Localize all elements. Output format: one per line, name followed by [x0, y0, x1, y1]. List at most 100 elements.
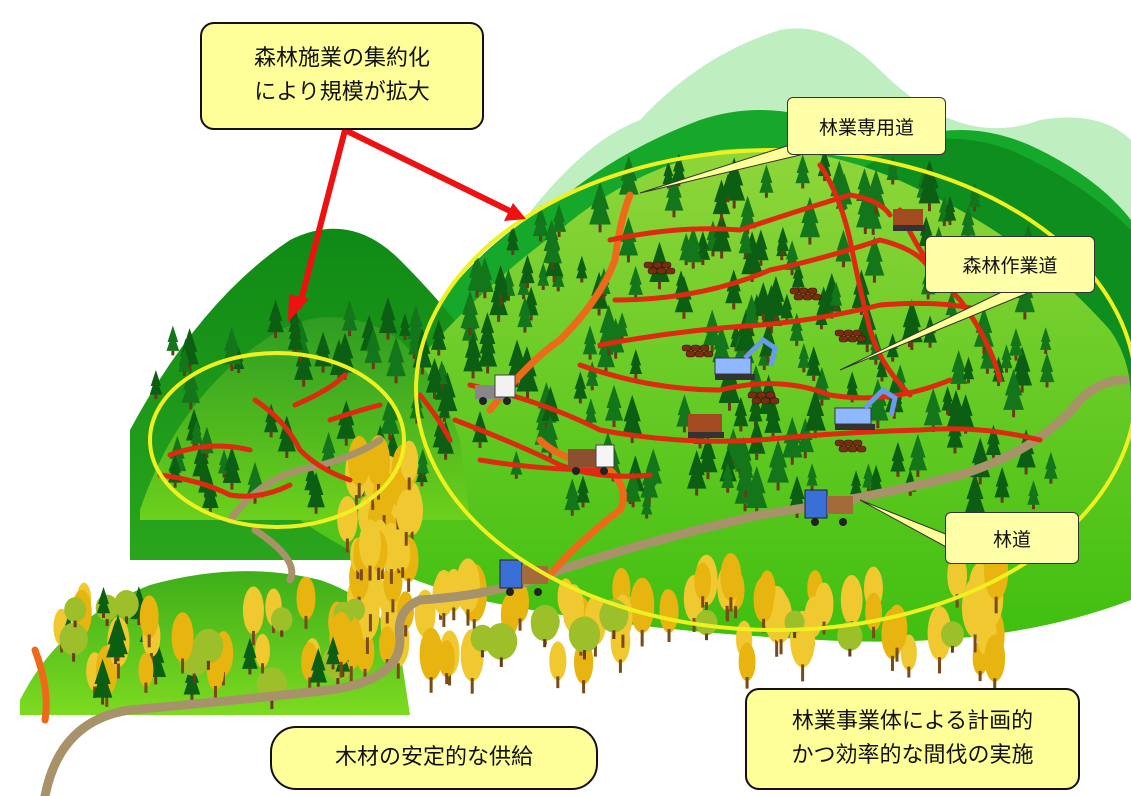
conifer-tree [664, 173, 684, 218]
conifer-tree [380, 395, 400, 441]
label-text: 森林作業道 [962, 255, 1058, 277]
conifer-tree [386, 337, 406, 384]
label-text: 林道 [992, 528, 1031, 551]
conifer-tree [721, 173, 735, 203]
conifer-tree [765, 275, 786, 323]
conifer-tree [890, 441, 906, 477]
forwarder-icon [688, 414, 724, 438]
conifer-tree [416, 448, 429, 478]
truck-icon [499, 559, 548, 596]
conifer-tree [96, 586, 111, 618]
dedicated-road-label: 林業専用道 [787, 97, 946, 155]
yellow-tree [947, 553, 968, 608]
conifer-tree [806, 346, 822, 382]
conifer-tree [425, 357, 444, 399]
conifer-tree [604, 384, 624, 428]
conifer-tree [1044, 451, 1058, 484]
stable-supply-callout: 木材の安定的な供給 [270, 726, 598, 790]
consolidation-callout: 森林施業の集約化 により規模が拡大 [200, 22, 484, 130]
conifer-tree [493, 264, 509, 300]
conifer-tree [866, 169, 886, 215]
conifer-tree [629, 349, 643, 379]
conifer-tree [901, 299, 923, 351]
yellow-tree [255, 633, 270, 674]
round-tree [531, 609, 559, 648]
work-road-label: 森林作業道 [925, 236, 1095, 293]
conifer-tree [106, 620, 125, 665]
conifer-tree [733, 396, 749, 432]
yellow-tree [171, 612, 194, 674]
round-tree [568, 616, 601, 660]
conifer-tree [767, 439, 789, 491]
conifer-tree [621, 394, 643, 444]
callout-line: 林業事業体による計画的 [791, 709, 1034, 734]
conifer-tree [698, 434, 718, 480]
conifer-tree [520, 254, 535, 289]
conifer-tree [467, 253, 487, 298]
conifer-tree [1009, 328, 1023, 361]
conifer-tree [537, 262, 550, 290]
conifer-tree [776, 226, 789, 256]
conifer-tree [438, 395, 450, 422]
callout-line: により規模が拡大 [254, 80, 430, 105]
conifer-tree [92, 658, 113, 705]
yellow-tree [753, 576, 774, 633]
conifer-tree [797, 343, 811, 373]
conifer-tree [946, 415, 964, 454]
conifer-tree [573, 371, 588, 404]
conifer-tree [364, 327, 383, 370]
yellow-tree [549, 641, 567, 689]
callout-text: 木材の安定的な供給 [334, 745, 533, 770]
conifer-tree [517, 296, 533, 333]
conifer-tree [336, 400, 357, 446]
conifer-tree [1027, 480, 1040, 510]
log-pile-icon [789, 287, 822, 301]
conifer-tree [641, 492, 653, 519]
conifer-tree [589, 181, 611, 233]
conifer-tree [294, 342, 314, 387]
conifer-tree [718, 359, 741, 411]
conifer-tree [267, 299, 284, 339]
conifer-tree [739, 195, 756, 235]
conifer-tree [625, 469, 642, 508]
round-tree [114, 589, 139, 624]
conifer-tree [845, 371, 859, 403]
conifer-tree [711, 212, 732, 259]
conifer-tree [799, 196, 821, 245]
conifer-tree [582, 325, 598, 360]
conifer-tree [460, 290, 480, 336]
truck-icon [804, 489, 853, 526]
conifer-tree [864, 236, 885, 283]
yellow-tree [359, 519, 382, 581]
conifer-tree [941, 386, 954, 415]
round-tree [193, 628, 224, 670]
planned-thinning-callout: 林業事業体による計画的 かつ効率的な間伐の実施 [745, 688, 1080, 790]
conifer-tree [585, 361, 599, 391]
conifer-tree [309, 647, 327, 689]
conifer-tree [1012, 346, 1033, 393]
conifer-tree [795, 154, 811, 189]
conifer-tree [597, 331, 615, 374]
conifer-tree [181, 366, 200, 410]
conifer-tree [950, 349, 968, 390]
conifer-tree [325, 636, 341, 670]
log-pile-icon [834, 329, 867, 343]
truck-icon [568, 444, 615, 475]
round-tree [837, 621, 863, 657]
callout-line: 森林施業の集約化 [253, 46, 430, 71]
conifer-tree [506, 225, 520, 255]
yellow-tree [433, 569, 455, 627]
conifer-tree [994, 466, 1010, 503]
conifer-tree [1000, 344, 1013, 373]
conifer-tree [532, 205, 549, 242]
yellow-tree [337, 495, 358, 553]
conifer-tree [908, 433, 928, 477]
log-pile-icon [747, 391, 780, 405]
conifer-tree [178, 347, 191, 377]
log-pile-icon [643, 261, 676, 275]
yellow-tree [139, 595, 159, 648]
conifer-tree [543, 225, 562, 270]
conifer-tree [399, 313, 411, 340]
yellow-tree [511, 581, 529, 631]
